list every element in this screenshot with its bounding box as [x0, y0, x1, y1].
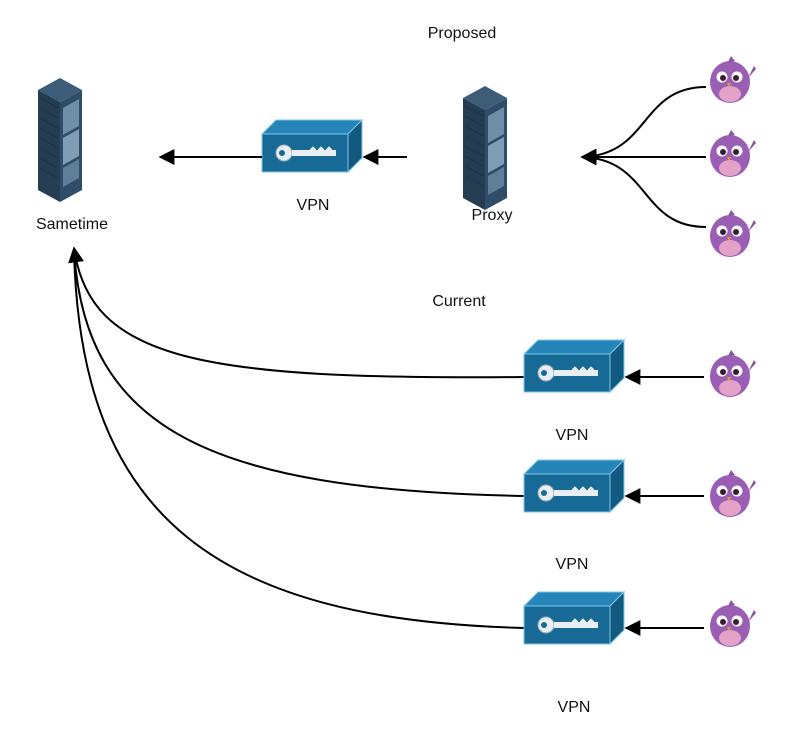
proposed-client-1-icon — [710, 56, 756, 103]
current-vpn-2-icon — [523, 459, 625, 513]
proxy-server-icon — [462, 85, 508, 211]
current-title: Current — [432, 293, 486, 310]
current-vpn-3-icon — [523, 591, 625, 645]
current-link-3 — [73, 249, 525, 629]
current-link-2 — [73, 249, 525, 497]
proposed-client-3-icon — [710, 210, 756, 257]
client-3-to-proxy-link — [580, 149, 707, 228]
client-1-to-proxy-link — [580, 86, 707, 165]
sametime-server-icon — [37, 77, 83, 203]
proxy-label: Proxy — [471, 207, 513, 224]
current-client-1-icon — [710, 350, 756, 397]
current-vpn-1-icon — [523, 339, 625, 393]
current-link-1 — [68, 246, 525, 379]
current-client-2-icon — [710, 470, 756, 517]
current-client-3-icon — [710, 600, 756, 647]
current-vpn-3-label: VPN — [557, 699, 591, 716]
proposed-title: Proposed — [427, 25, 497, 42]
current-vpn-1-label: VPN — [555, 427, 589, 444]
proposed-vpn-icon — [261, 119, 363, 173]
current-vpn-2-label: VPN — [555, 556, 589, 573]
sametime-label: Sametime — [35, 216, 109, 233]
proposed-vpn-label: VPN — [296, 197, 330, 214]
proposed-client-2-icon — [710, 130, 756, 177]
